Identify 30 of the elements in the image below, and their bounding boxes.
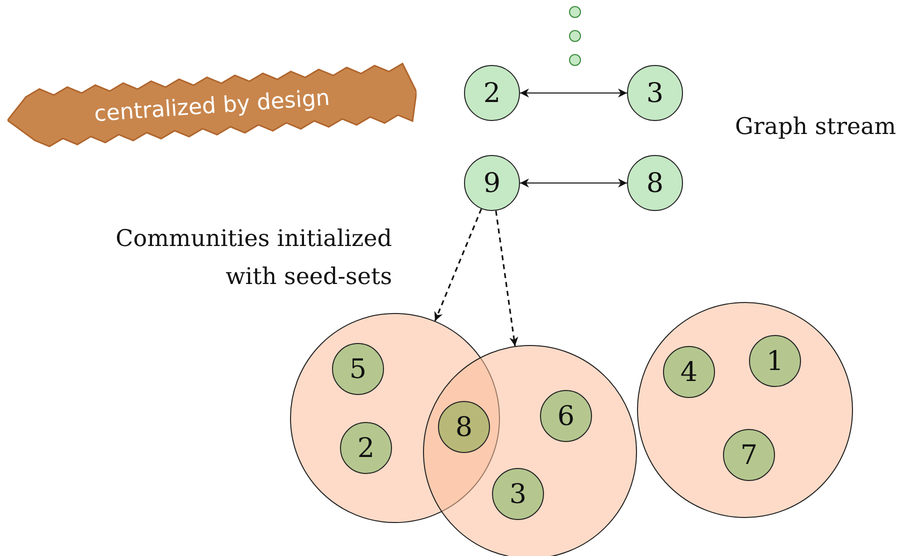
vertex-number: 8 (646, 170, 664, 196)
vertex-number: 2 (357, 434, 375, 462)
vertex-circle (332, 343, 384, 395)
vertex-circle (663, 346, 715, 398)
vertex-circle (438, 401, 490, 453)
vertex-number: 6 (557, 402, 575, 430)
vertex-circle (340, 422, 392, 474)
vertex-number: 1 (766, 348, 784, 374)
vertex-number: 3 (646, 80, 664, 106)
vertex-number: 2 (483, 80, 501, 106)
vertex-circle (492, 468, 544, 520)
vertex-circle (540, 390, 592, 442)
vertex-number: 7 (740, 442, 758, 468)
vertex-circle (749, 335, 801, 387)
arrow (495, 210, 518, 346)
arrow (434, 208, 482, 322)
dot (569, 54, 581, 66)
dot (569, 30, 581, 42)
arrow (520, 178, 628, 188)
annotation-text: Graph stream (735, 113, 898, 142)
arrow (520, 88, 628, 98)
vertex-number: 5 (349, 356, 367, 382)
vertex-number: 3 (509, 480, 527, 508)
annotation-text: Communities initialized with seed-sets (114, 225, 392, 292)
vertex-circle (723, 429, 775, 481)
vertex-number: 4 (680, 358, 698, 386)
dot (569, 6, 581, 18)
vertex-number: 9 (483, 170, 501, 196)
vertex-number: 8 (455, 414, 473, 440)
banner-text: centralized by design (93, 85, 331, 127)
